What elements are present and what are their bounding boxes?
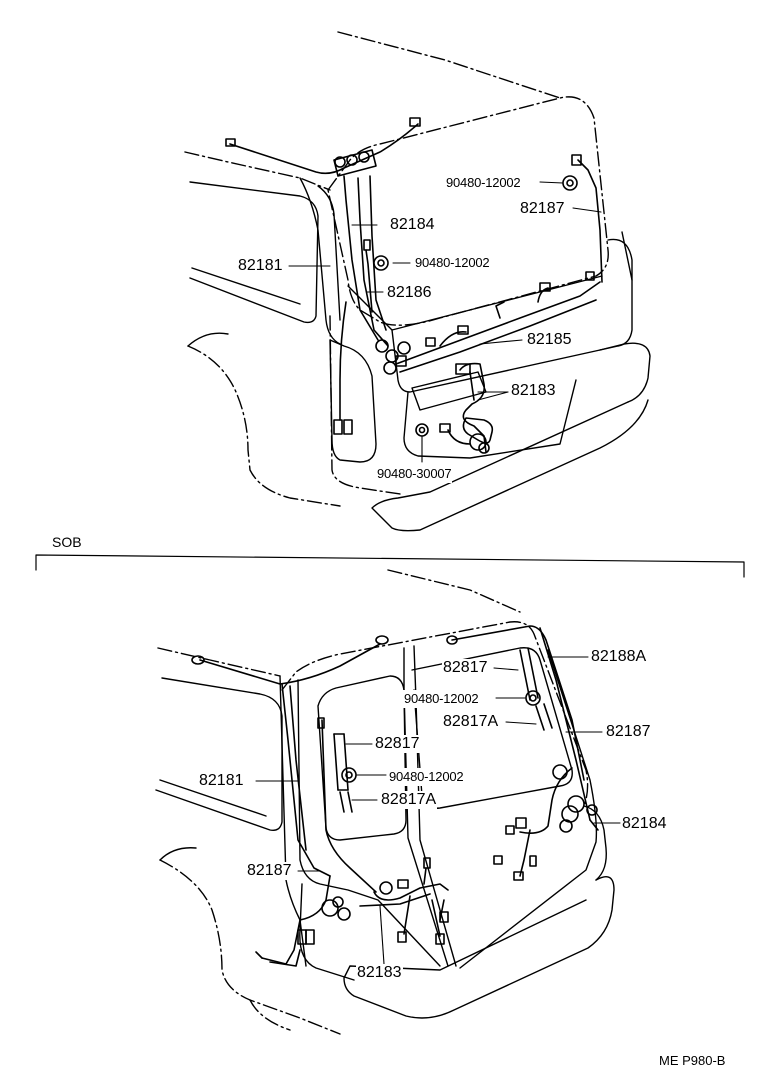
part-label-bolt-left: 90480-12002 bbox=[388, 768, 465, 786]
part-label-bolt-lower: 90480-30007 bbox=[376, 465, 453, 483]
top-wiring-harness bbox=[225, 117, 603, 454]
part-label-82185: 82185 bbox=[526, 331, 573, 349]
part-label-bolt-upper: 90480-12002 bbox=[445, 174, 522, 192]
part-label-82817A-left: 82817A bbox=[380, 791, 438, 809]
bottom-wiring-harness bbox=[191, 625, 599, 967]
part-label-82184-bottom: 82184 bbox=[621, 815, 668, 833]
part-label-82187-left: 82187 bbox=[246, 862, 293, 880]
top-leader-lines bbox=[288, 181, 602, 463]
part-label-82817A-right: 82817A bbox=[442, 713, 500, 731]
diagram-reference-code: ME P980-B bbox=[659, 1053, 726, 1068]
part-label-82184: 82184 bbox=[389, 216, 436, 234]
part-label-82181-bottom: 82181 bbox=[198, 772, 245, 790]
part-label-82188A: 82188A bbox=[590, 648, 648, 666]
part-label-82181: 82181 bbox=[237, 257, 284, 275]
part-label-bolt-mid: 90480-12002 bbox=[414, 254, 491, 272]
top-vehicle-outline bbox=[184, 31, 651, 532]
part-label-82187: 82187 bbox=[519, 200, 566, 218]
part-label-82183-bottom: 82183 bbox=[356, 964, 403, 982]
section-label-sob: SOB bbox=[52, 534, 82, 550]
part-label-82183: 82183 bbox=[510, 382, 557, 400]
part-label-82187-right: 82187 bbox=[605, 723, 652, 741]
part-label-82186: 82186 bbox=[386, 284, 433, 302]
section-bracket bbox=[35, 554, 745, 578]
part-label-82817-left: 82817 bbox=[374, 735, 421, 753]
part-label-82817-right: 82817 bbox=[442, 659, 489, 677]
part-label-bolt-right: 90480-12002 bbox=[403, 690, 480, 708]
bottom-leader-lines bbox=[255, 656, 621, 965]
